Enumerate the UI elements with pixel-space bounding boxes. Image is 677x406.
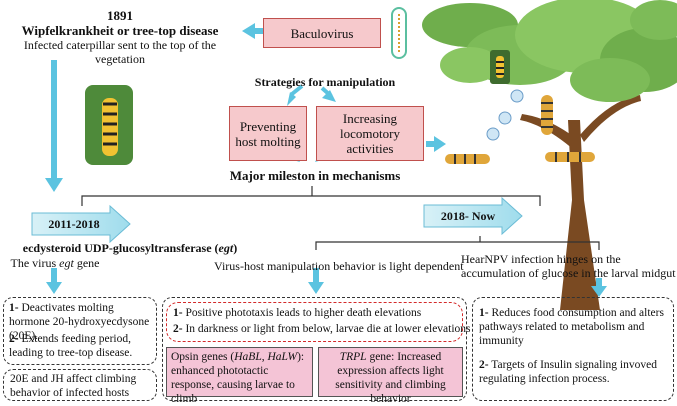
col1-item2-text: Extends feeding period, leading to tree-… [9,333,133,359]
period-late: 2018- Now [440,209,496,223]
strategy-preventing-molting-box: Preventing host molting [229,106,307,161]
col2-item2-num: 2- [173,323,183,335]
history-block: 1891 Wipfelkrankheit or tree-top disease… [0,8,240,66]
strategies-title: Strategies for manipulation [254,75,396,89]
col1-sub-gene: egt [59,256,74,270]
col2-trpl-box: TRPL gene: Increased expression affects … [318,347,463,405]
col2-trpl-text: gene: Increased expression affects light… [335,351,446,405]
col2-item1-num: 1- [173,307,183,319]
col2-item1-text: Positive phototaxis leads to higher deat… [185,307,422,319]
col1-heading: ecdysteroid UDP-glucosyltransferase (egt… [0,241,260,255]
col2-opsin-box: Opsin genes (HaBL, HaLW): enhanced photo… [166,347,313,405]
col1-item1: 1- Deactivates molting hormone 20-hydrox… [9,301,153,343]
ground-caterpillars [445,152,595,164]
col2-item2: 2- In darkness or light from below, larv… [173,322,471,336]
milestones-title: Major mileston in mechanisms [229,168,401,183]
brackets [81,186,600,250]
col3-item2-text: Targets of Insulin signaling invoved reg… [479,359,657,385]
col3-box: 1- Reduces food consumption and alters p… [472,297,674,401]
col1-item2: 2- Extends feeding period, leading to tr… [9,332,153,360]
strategy-locomotory-label: Increasing locomotory activities [340,111,400,156]
col1-heading-gene: egt [218,241,234,255]
col1-item1-num: 1- [9,302,19,314]
col3-item2-num: 2- [479,359,489,371]
col2-trpl-gene: TRPL [339,351,367,363]
col2-opsin-sep: , [261,351,268,363]
caterpillar-photo [85,85,133,165]
col3-item1: 1- Reduces food consumption and alters p… [479,306,669,348]
col1-sub-pre: The virus [10,256,60,270]
history-year: 1891 [107,8,133,23]
col2-opsin-gene2: HaLW [267,351,298,363]
caterpillar-in-tree-photo [490,50,510,84]
col2-heading: Virus-host manipulation behavior is ligh… [214,259,464,273]
col1-subheading: The virus egt gene [0,256,110,270]
col2-opsin-post: ): enhanced phototactic response, causin… [171,351,305,405]
col3-item1-text: Reduces food consumption and alters path… [479,307,664,347]
history-description: Infected caterpillar sent to the top of … [23,38,217,66]
col3-heading: HearNPV infection hinges on the accumula… [461,252,676,280]
col1-heading-pre: ecdysteroid UDP-glucosyltransferase ( [22,241,219,255]
virus-particles [486,89,524,141]
col2-opsin-gene1: HaBL [234,351,262,363]
col1-item1-text: Deactivates molting hormone 20-hydroxyec… [9,302,150,342]
climbing-caterpillar [541,95,553,135]
col2-outer-box [162,297,467,401]
baculovirus-label: Baculovirus [290,25,354,41]
col1-climbing-box: 20E and JH affect climbing behavior of i… [3,369,157,401]
col1-effects-box: 1- Deactivates molting hormone 20-hydrox… [3,297,157,365]
col2-item1: 1- Positive phototaxis leads to higher d… [173,306,461,320]
strategy-locomotory-box: Increasing locomotory activities [316,106,424,161]
col3-item1-num: 1- [479,307,489,319]
col3-item2: 2- Targets of Insulin signaling invoved … [479,358,669,386]
col1-item2-num: 2- [9,333,19,345]
period-early: 2011-2018 [48,217,100,231]
col2-item2-text: In darkness or light from below, larvae … [185,323,471,335]
history-disease: Wipfelkrankheit or tree-top disease [21,23,219,38]
col1-sub-post: gene [73,256,100,270]
col2-opsin-pre: Opsin genes ( [171,351,235,363]
col1-box2-text: 20E and JH affect climbing behavior of i… [10,373,137,399]
col2-phototaxis-box: 1- Positive phototaxis leads to higher d… [166,302,471,342]
baculovirus-icon [391,7,407,59]
strategy-preventing-molting-label: Preventing host molting [235,118,301,149]
banner-arrows [31,196,523,244]
col1-heading-post: ) [233,241,238,255]
baculovirus-box: Baculovirus [263,18,381,48]
